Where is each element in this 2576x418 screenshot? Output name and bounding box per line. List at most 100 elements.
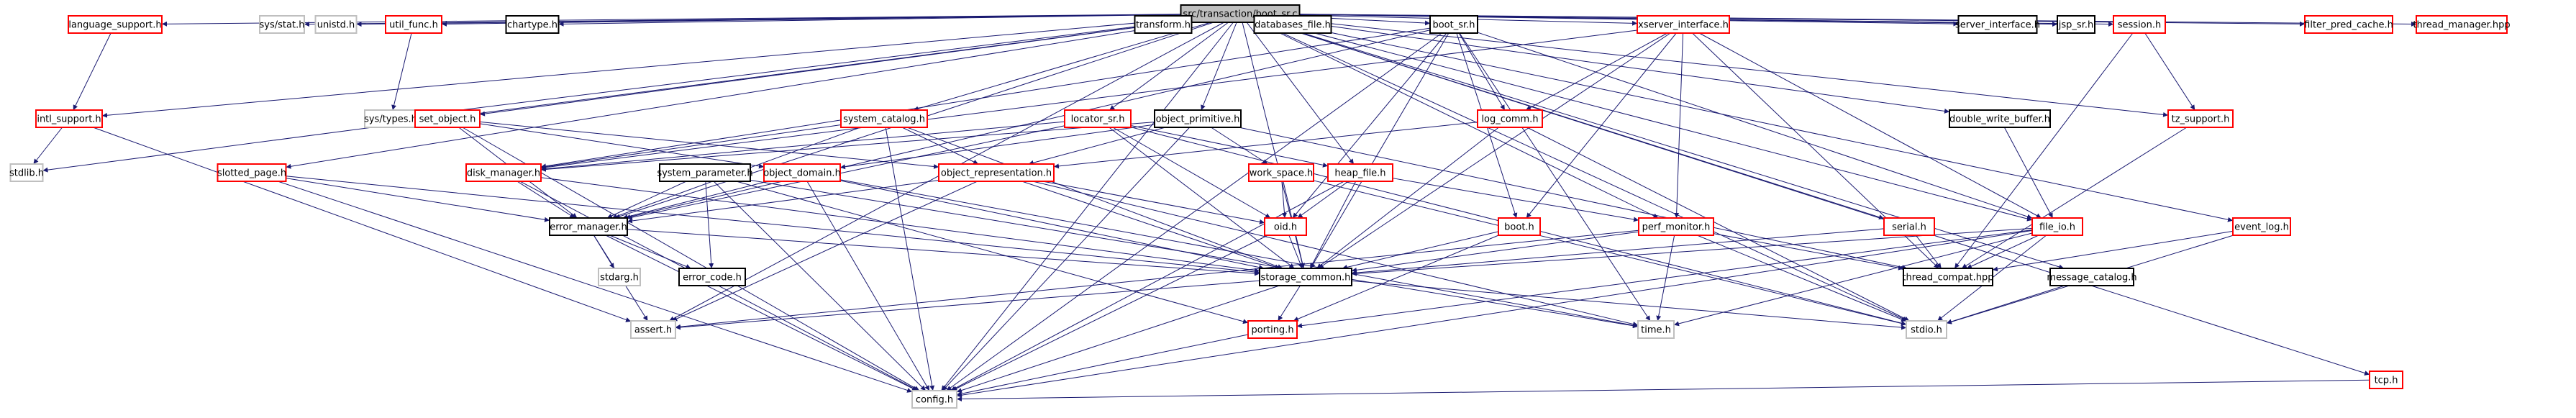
edge-errmgr-to-config [605, 235, 918, 391]
edge-diskmgr-to-errmgr [516, 181, 575, 219]
node-label: double_write_buffer.h [1949, 114, 2050, 125]
edge-objdomain-to-storage [839, 180, 1265, 271]
node-label: set_object.h [419, 114, 476, 125]
node-serveriface[interactable]: server_interface.h [1955, 15, 2040, 34]
edge-fileio-to-threadcompat [1966, 235, 2039, 269]
node-setobject[interactable]: set_object.h [414, 109, 481, 128]
node-tcp[interactable]: tcp.h [2369, 371, 2403, 389]
node-label: object_domain.h [763, 168, 841, 179]
node-box [1637, 15, 1730, 34]
edge-sysparam-to-timeh [750, 179, 1639, 329]
node-objrep[interactable]: object_representation.h [938, 163, 1055, 182]
edge-storage-to-assert [675, 280, 1260, 330]
node-label: databases_file.h [1255, 20, 1331, 31]
edge-sysparam-to-errcode [705, 181, 714, 269]
edge-slotted-to-config [277, 181, 913, 393]
node-diskmgr[interactable]: disk_manager.h [465, 163, 542, 182]
node-heapfile[interactable]: heap_file.h [1327, 163, 1393, 182]
node-label: thread_compat.hpp [1902, 273, 1993, 283]
node-eventlog[interactable]: event_log.h [2232, 217, 2291, 236]
node-label: storage_common.h [1261, 273, 1351, 283]
edge-msgcat-to-stdio [1946, 285, 2065, 324]
node-box [1247, 320, 1298, 339]
node-sysparam[interactable]: system_parameter.h [657, 163, 753, 182]
node-serial[interactable]: serial.h [1883, 217, 1935, 236]
node-intl[interactable]: intl_support.h [35, 109, 103, 128]
edge-root-to-slotted [286, 22, 1187, 169]
dependency-edges [33, 14, 2417, 401]
node-label: server_interface.h [1955, 20, 2040, 31]
node-porting[interactable]: porting.h [1247, 320, 1298, 339]
node-boot[interactable]: boot.h [1498, 217, 1541, 236]
node-stdlib: stdlib.h [9, 163, 44, 182]
node-box [1638, 217, 1714, 236]
node-filterpred[interactable]: filter_pred_cache.h [2304, 15, 2393, 34]
edge-objprim-to-objdomain [839, 124, 1155, 170]
node-xserver[interactable]: xserver_interface.h [1637, 15, 1730, 34]
node-lang[interactable]: language_support.h [68, 15, 163, 34]
node-box [1949, 109, 2051, 128]
edge-bootsr-to-diskmgr [540, 27, 1431, 169]
node-slotted[interactable]: slotted_page.h [217, 163, 287, 182]
edge-boot-to-porting [1293, 235, 1499, 322]
node-jspsr[interactable]: jsp_sr.h [2057, 15, 2095, 34]
node-locatorsr[interactable]: locator_sr.h [1064, 109, 1132, 128]
edge-syscatalog-to-storage [906, 127, 1283, 269]
edge-locatorsr-to-errmgr [627, 125, 1065, 220]
node-storage[interactable]: storage_common.h [1259, 268, 1352, 286]
node-box [2057, 15, 2095, 34]
edge-objrep-to-assert [672, 181, 978, 322]
edge-root-to-systypes [416, 20, 1181, 118]
node-errcode[interactable]: error_code.h [678, 268, 746, 286]
node-label: log_comm.h [1481, 114, 1538, 125]
edge-root-to-stdlib [42, 21, 1181, 173]
node-box [2304, 15, 2393, 34]
node-perfmon[interactable]: perf_monitor.h [1638, 217, 1714, 236]
edge-dwb-to-fileio [2003, 127, 2054, 219]
edge-oid-to-storage [1288, 235, 1303, 269]
node-bootsr[interactable]: boot_sr.h [1429, 15, 1478, 34]
node-box [630, 320, 676, 339]
edge-setobject-to-objrep [479, 121, 939, 169]
edge-tzsupport-to-threadcompat [1961, 127, 2188, 269]
node-transform[interactable]: transform.h [1134, 15, 1193, 34]
node-threadmgr[interactable]: thread_manager.hpp [2413, 15, 2511, 34]
node-objprim[interactable]: object_primitive.h [1154, 109, 1242, 128]
edge-objdomain-to-timeh [839, 179, 1639, 328]
node-tzsupport[interactable]: tz_support.h [2167, 109, 2234, 128]
node-chartype[interactable]: chartype.h [505, 15, 560, 34]
node-config: config.h [911, 390, 957, 409]
node-logcomm[interactable]: log_comm.h [1477, 109, 1543, 128]
edge-xserver-to-fileio [1698, 32, 2042, 219]
edge-perfmon-to-threadcompat [1713, 233, 1904, 271]
node-msgcat[interactable]: message_catalog.h [2047, 268, 2137, 286]
node-utilfunc[interactable]: util_func.h [385, 15, 442, 34]
node-oid[interactable]: oid.h [1264, 217, 1307, 236]
node-session[interactable]: session.h [2113, 15, 2166, 34]
node-threadcompat[interactable]: thread_compat.hpp [1902, 268, 1994, 286]
node-dwb[interactable]: double_write_buffer.h [1949, 109, 2051, 128]
node-objdomain[interactable]: object_domain.h [763, 163, 841, 182]
node-box [505, 15, 560, 34]
edge-workspace-to-stdio [1313, 180, 1907, 326]
node-box [1154, 109, 1242, 128]
edge-bootsr-to-oid [1292, 32, 1447, 219]
node-workspace[interactable]: work_space.h [1248, 163, 1314, 182]
node-timeh: time.h [1637, 320, 1675, 339]
edge-bootsr-to-config [946, 32, 1442, 391]
node-label: boot_sr.h [1432, 20, 1475, 31]
edge-objprim-to-threadcompat [1238, 127, 1908, 270]
edge-objrep-to-errmgr [627, 180, 939, 224]
node-syscatalog[interactable]: system_catalog.h [840, 109, 928, 128]
node-fileio[interactable]: file_io.h [2031, 217, 2083, 236]
node-label: tz_support.h [2172, 114, 2230, 125]
node-label: sys/types.h [364, 114, 417, 125]
node-errmgr[interactable]: error_manager.h [549, 217, 628, 236]
node-dbfile[interactable]: databases_file.h [1253, 15, 1332, 34]
edge-storage-to-config [956, 285, 1280, 393]
edge-objrep-to-storage [1021, 181, 1280, 270]
edge-perfmon-to-storage [1351, 231, 1639, 273]
node-box [35, 109, 103, 128]
edge-heapfile-to-config [950, 181, 1344, 391]
node-label: serial.h [1892, 222, 1926, 233]
